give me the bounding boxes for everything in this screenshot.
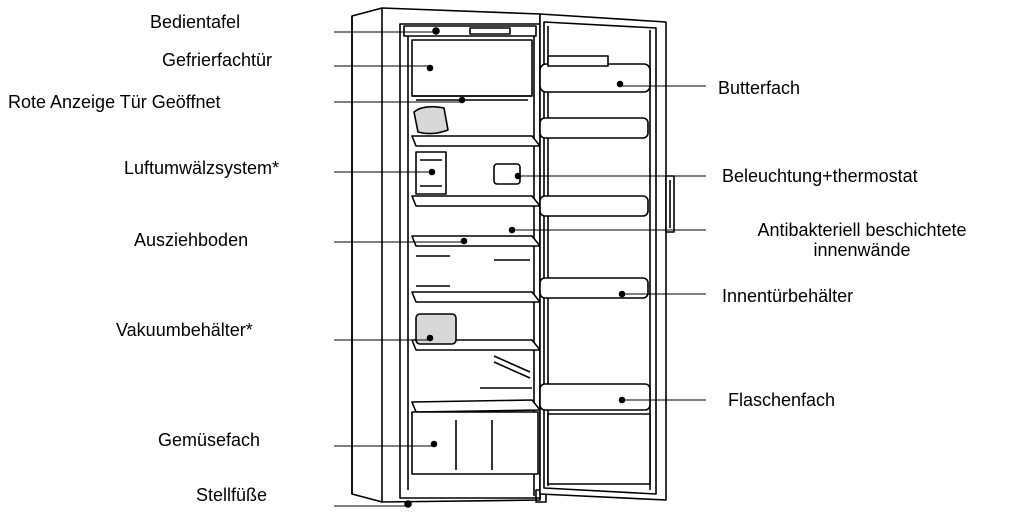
label-antibakteriell: Antibakteriell beschichtete innenwände: [716, 220, 1008, 260]
label-gemuesefach: Gemüsefach: [158, 430, 261, 450]
label-flaschenfach: Flaschenfach: [728, 390, 836, 410]
control-panel: [403, 25, 537, 37]
egg-tray: [413, 105, 449, 135]
crisper-drawer: [411, 399, 541, 475]
label-stellfuesse: Stellfüße: [196, 485, 268, 505]
label-beleuchtung: Beleuchtung+thermostat: [722, 166, 918, 186]
label-rote-anzeige: Rote Anzeige Tür Geöffnet: [8, 92, 221, 112]
leader-lines: [334, 31, 706, 507]
label-antibakteriell-line2: innenwände: [813, 240, 911, 260]
label-innentuerbehaelter: Innentürbehälter: [722, 286, 854, 306]
label-antibakteriell-line1: Antibakteriell beschichtete: [757, 220, 967, 240]
vacuum-container: [415, 313, 457, 345]
air-circulation-unit: [415, 151, 447, 195]
label-ausziehboden: Ausziehboden: [134, 230, 249, 250]
door-bins: [539, 55, 651, 485]
label-bedientafel: Bedientafel: [150, 12, 241, 32]
label-butterfach: Butterfach: [718, 78, 801, 98]
light-thermostat: [493, 163, 522, 185]
label-luftumwaelzsystem: Luftumwälzsystem*: [124, 158, 280, 178]
freezer-door: [411, 39, 533, 104]
label-vakuumbehaelter: Vakuumbehälter*: [116, 320, 253, 340]
rear-wall-lines: [416, 255, 530, 287]
lower-rails: [480, 355, 532, 389]
label-gefrierfachtuer: Gefrierfachtür: [162, 50, 273, 70]
